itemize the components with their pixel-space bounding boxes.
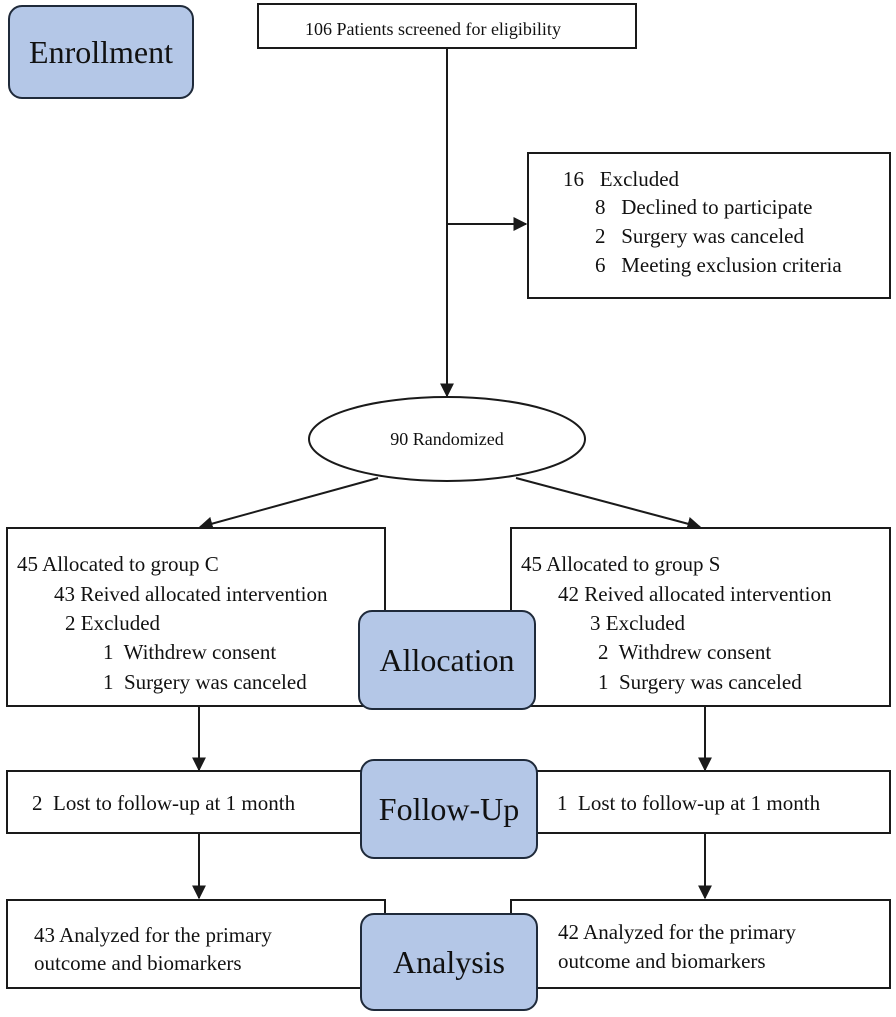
group-c-analyzed-line: outcome and biomarkers [34, 951, 242, 975]
excluded-item: 8 Declined to participate [595, 195, 813, 219]
group-c-lost: 2 Lost to follow-up at 1 month [32, 791, 296, 815]
group-s-analysis-box: 42 Analyzed for the primary outcome and … [510, 899, 891, 989]
enrollment-stage-label: Enrollment [8, 5, 194, 99]
randomized-ellipse [308, 396, 586, 482]
screened-text: 106 Patients screened for eligibility [305, 19, 561, 39]
group-s-analyzed-line: 42 Analyzed for the primary [558, 920, 796, 944]
group-c-received: 43 Reived allocated intervention [54, 582, 328, 606]
excluded-box: 16 Excluded 8 Declined to participate 2 … [527, 152, 891, 299]
analysis-label: Analysis [393, 943, 505, 980]
group-s-excluded: 3 Excluded [590, 611, 686, 635]
analysis-stage-label: Analysis [360, 913, 538, 1011]
group-c-excluded: 2 Excluded [65, 611, 161, 635]
follow-up-stage-label: Follow-Up [360, 759, 538, 859]
excluded-item: 2 Surgery was canceled [595, 224, 804, 248]
excluded-item: 6 Meeting exclusion criteria [595, 253, 842, 277]
allocation-stage-label: Allocation [358, 610, 536, 710]
group-s-lost: 1 Lost to follow-up at 1 month [557, 791, 821, 815]
group-s-reason: 2 Withdrew consent [598, 640, 772, 664]
randomized-node: 90 Randomized [309, 397, 585, 481]
excluded-title: 16 Excluded [563, 167, 680, 191]
group-c-reason: 1 Withdrew consent [103, 640, 277, 664]
group-s-allocation-box: 45 Allocated to group S 42 Reived alloca… [510, 527, 891, 707]
arrow-randomized-to-group-c [198, 477, 379, 531]
group-s-allocated: 45 Allocated to group S [521, 552, 721, 576]
group-c-allocated: 45 Allocated to group C [17, 552, 219, 576]
allocation-label: Allocation [379, 641, 515, 678]
arrow-randomized-to-group-s [515, 477, 702, 531]
group-s-received: 42 Reived allocated intervention [558, 582, 832, 606]
group-c-analyzed-line: 43 Analyzed for the primary [34, 923, 272, 947]
group-s-followup-box: 1 Lost to follow-up at 1 month [510, 770, 891, 834]
group-s-reason: 1 Surgery was canceled [598, 670, 802, 694]
group-c-reason: 1 Surgery was canceled [103, 670, 307, 694]
enrollment-label: Enrollment [29, 33, 173, 70]
group-s-analyzed-line: outcome and biomarkers [558, 949, 766, 973]
screened-box: 106 Patients screened for eligibility [257, 3, 637, 49]
follow-up-label: Follow-Up [378, 790, 520, 827]
group-c-followup-box: 2 Lost to follow-up at 1 month [6, 770, 386, 834]
randomized-text: 90 Randomized [390, 428, 504, 449]
group-c-analysis-box: 43 Analyzed for the primary outcome and … [6, 899, 386, 989]
group-c-allocation-box: 45 Allocated to group C 43 Reived alloca… [6, 527, 386, 707]
